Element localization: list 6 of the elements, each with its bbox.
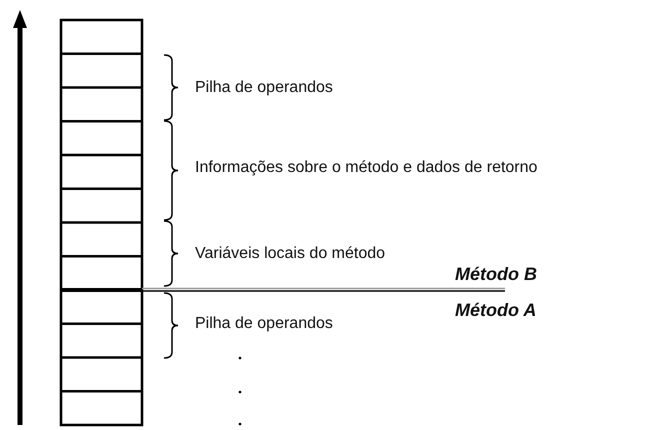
section-label: Variáveis locais do método <box>195 246 386 262</box>
section-label: Informações sobre o método e dados de retorno <box>195 160 538 176</box>
section-label: Pilha de operandos <box>195 80 333 96</box>
method-label: Método A <box>455 301 536 319</box>
section-label: Pilha de operandos <box>195 316 333 332</box>
method-label: Método B <box>455 265 537 283</box>
